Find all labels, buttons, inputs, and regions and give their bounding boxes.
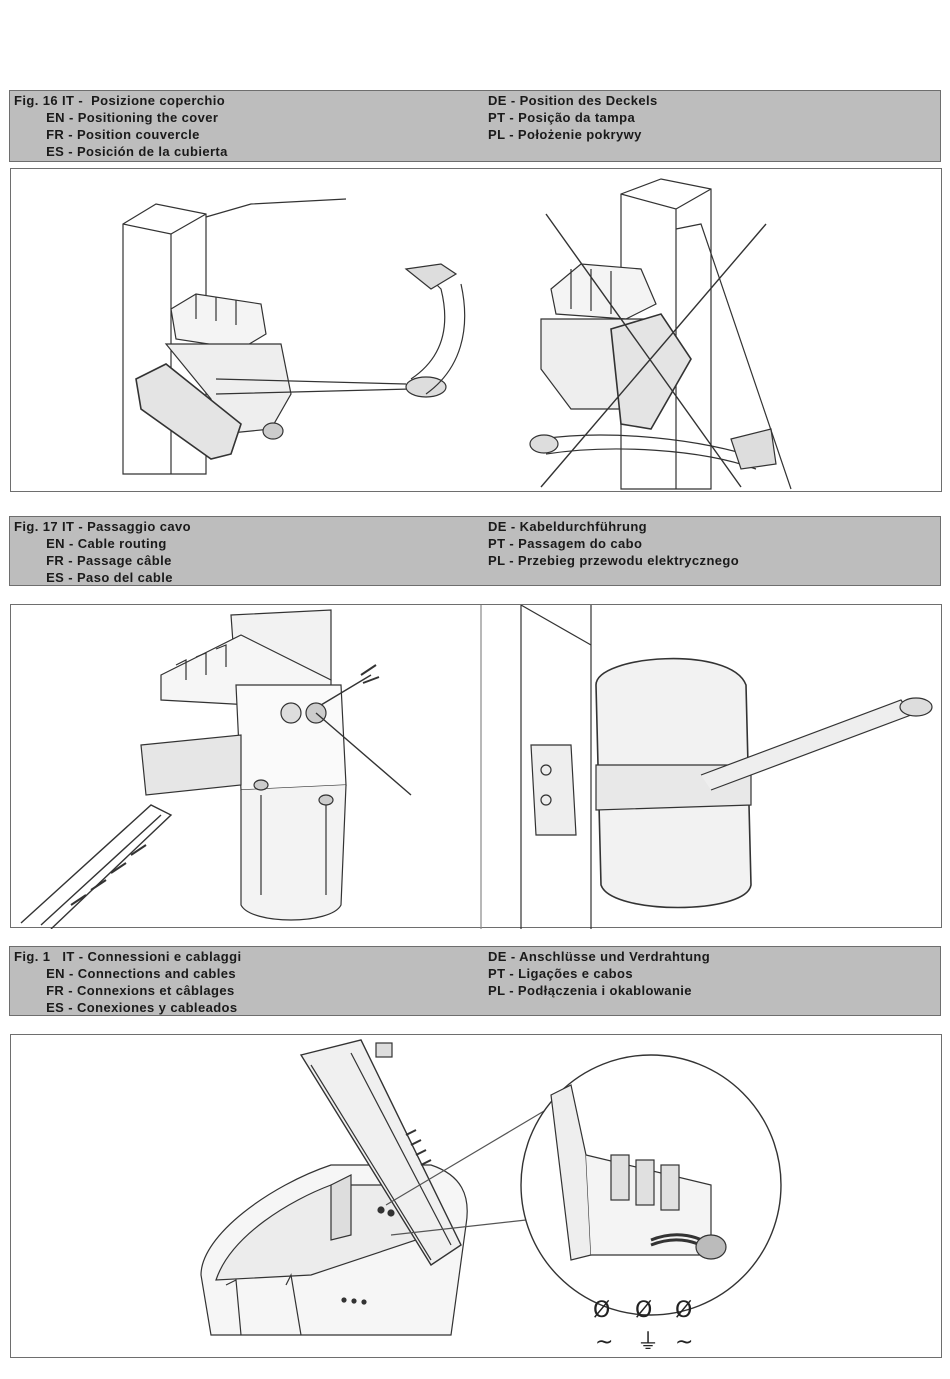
caption-line: PT - Passagem do cabo: [488, 536, 643, 551]
fig1-caption: Fig. 1 IT - Connessioni e cablaggi EN - …: [9, 946, 941, 1016]
caption-line: DE - Anschlüsse und Verdrahtung: [488, 949, 711, 964]
fig16-caption: Fig. 16 IT - Posizione coperchio EN - Po…: [9, 90, 941, 162]
caption-line: EN - Connections and cables: [14, 966, 237, 981]
fig16-caption-left: Fig. 16 IT - Posizione coperchio EN - Po…: [14, 92, 228, 160]
fig1-caption-left: Fig. 1 IT - Connessioni e cablaggi EN - …: [14, 948, 241, 1016]
caption-line: PL - Przebieg przewodu elektrycznego: [488, 553, 740, 568]
caption-line: PL - Położenie pokrywy: [488, 127, 642, 142]
caption-line: FR - Position couvercle: [14, 127, 200, 142]
caption-line: ES - Posición de la cubierta: [14, 144, 228, 159]
caption-line: PL - Podłączenia i okablowanie: [488, 983, 692, 998]
fig1-connections-illustration: [200, 1039, 782, 1336]
fig16-cover-positioning-illustration: [122, 178, 792, 490]
caption-line: DE - Kabeldurchführung: [488, 519, 648, 534]
caption-line: FR - Passage câble: [14, 553, 172, 568]
fig17-caption-right: DE - Kabeldurchführung PT - Passagem do …: [488, 518, 739, 569]
fig16-caption-right: DE - Position des Deckels PT - Posição d…: [488, 92, 658, 143]
fig1-caption-right: DE - Anschlüsse und Verdrahtung PT - Lig…: [488, 948, 710, 999]
fig17-caption: Fig. 17 IT - Passaggio cavo EN - Cable r…: [9, 516, 941, 586]
caption-line: ES - Paso del cable: [14, 570, 173, 585]
fig17-caption-left: Fig. 17 IT - Passaggio cavo EN - Cable r…: [14, 518, 191, 586]
caption-line: PT - Ligações e cabos: [488, 966, 633, 981]
fig17-drawing-panel: [10, 604, 942, 929]
caption-line: Fig. 17 IT - Passaggio cavo: [14, 519, 191, 534]
caption-line: FR - Connexions et câblages: [14, 983, 235, 998]
caption-line: PT - Posição da tampa: [488, 110, 636, 125]
fig16-drawing-panel: [10, 168, 942, 492]
caption-line: DE - Position des Deckels: [488, 93, 658, 108]
caption-line: Fig. 1 IT - Connessioni e cablaggi: [14, 949, 242, 964]
caption-line: Fig. 16 IT - Posizione coperchio: [14, 93, 226, 108]
caption-line: EN - Positioning the cover: [14, 110, 219, 125]
caption-line: ES - Conexiones y cableados: [14, 1000, 238, 1015]
fig1-drawing-panel: Ø Ø Ø ~ ⏚ ~: [10, 1034, 942, 1358]
fig17-cable-routing-illustration: [20, 605, 933, 929]
caption-line: EN - Cable routing: [14, 536, 167, 551]
